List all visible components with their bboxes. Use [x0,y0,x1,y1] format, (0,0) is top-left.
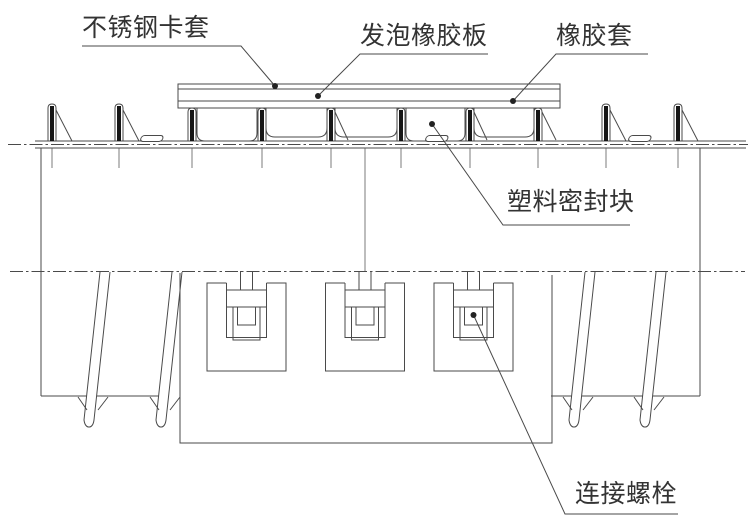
rib [47,103,73,142]
rib-gusset [334,111,349,141]
bay-liner [265,108,328,138]
bolt-assembly [206,270,287,372]
sheet-lap-joggle [424,135,450,142]
joint-band [177,83,561,109]
label-foamed-rubber-sheet: 发泡橡胶板 [360,22,488,50]
stainless-steel-clamp-layer [177,83,561,90]
annotation-connecting-bolt: 连接螺栓 [470,312,678,515]
centerlines [8,144,748,272]
bolt-assemblies [206,270,514,372]
label-rubber-sleeve: 橡胶套 [556,22,633,50]
rib [465,107,475,142]
label-stainless-steel-clamp: 不锈钢卡套 [82,14,210,42]
rib-root-ticks [51,148,679,168]
rib-gusset [541,111,557,141]
support-leg [562,271,596,428]
label-connecting-bolt: 连接螺栓 [575,480,677,508]
rib [114,103,140,142]
marker-dot [429,121,435,127]
bolt-assembly [433,270,514,372]
rib [533,107,543,142]
leader-line [317,53,488,97]
corrugation-ribs [47,103,699,142]
support-leg [149,271,183,428]
leader-line [473,314,678,515]
marker-dot [470,312,477,318]
plastic-sealing-block [196,107,258,142]
annotation-rubber-sleeve: 橡胶套 [510,22,648,104]
annotation-plastic-sealing-block: 塑料密封块 [429,121,635,226]
rib [396,107,406,142]
rib [673,103,699,142]
support-leg [77,271,111,428]
foamed-rubber-layer [177,88,561,102]
pipe-wall [35,135,746,149]
rib [601,103,627,142]
bottom-flange-plate [179,273,553,444]
label-plastic-sealing-block: 塑料密封块 [507,188,635,216]
sheet-lap-joggle [627,135,653,142]
marker-dot [315,93,321,99]
sheet-lap-joggle [139,135,165,142]
support-leg [633,271,667,428]
leader-line [431,123,630,226]
annotations: 不锈钢卡套 发泡橡胶板 橡胶套 塑料密封块 连接螺栓 [82,14,678,515]
pipe-interior [40,148,701,397]
rib [257,107,267,142]
rubber-sleeve-layer [177,100,561,109]
rib [187,107,197,142]
marker-dot [510,98,516,104]
leader-line [82,45,276,87]
bay-liner [473,108,535,138]
rib-gusset [473,111,488,141]
leader-line [512,53,648,102]
bolt-assembly [325,270,405,372]
annotation-foamed-rubber-sheet: 发泡橡胶板 [315,22,488,99]
annotation-stainless-steel-clamp: 不锈钢卡套 [82,14,278,89]
rib [326,107,336,142]
marker-dot [272,83,278,89]
